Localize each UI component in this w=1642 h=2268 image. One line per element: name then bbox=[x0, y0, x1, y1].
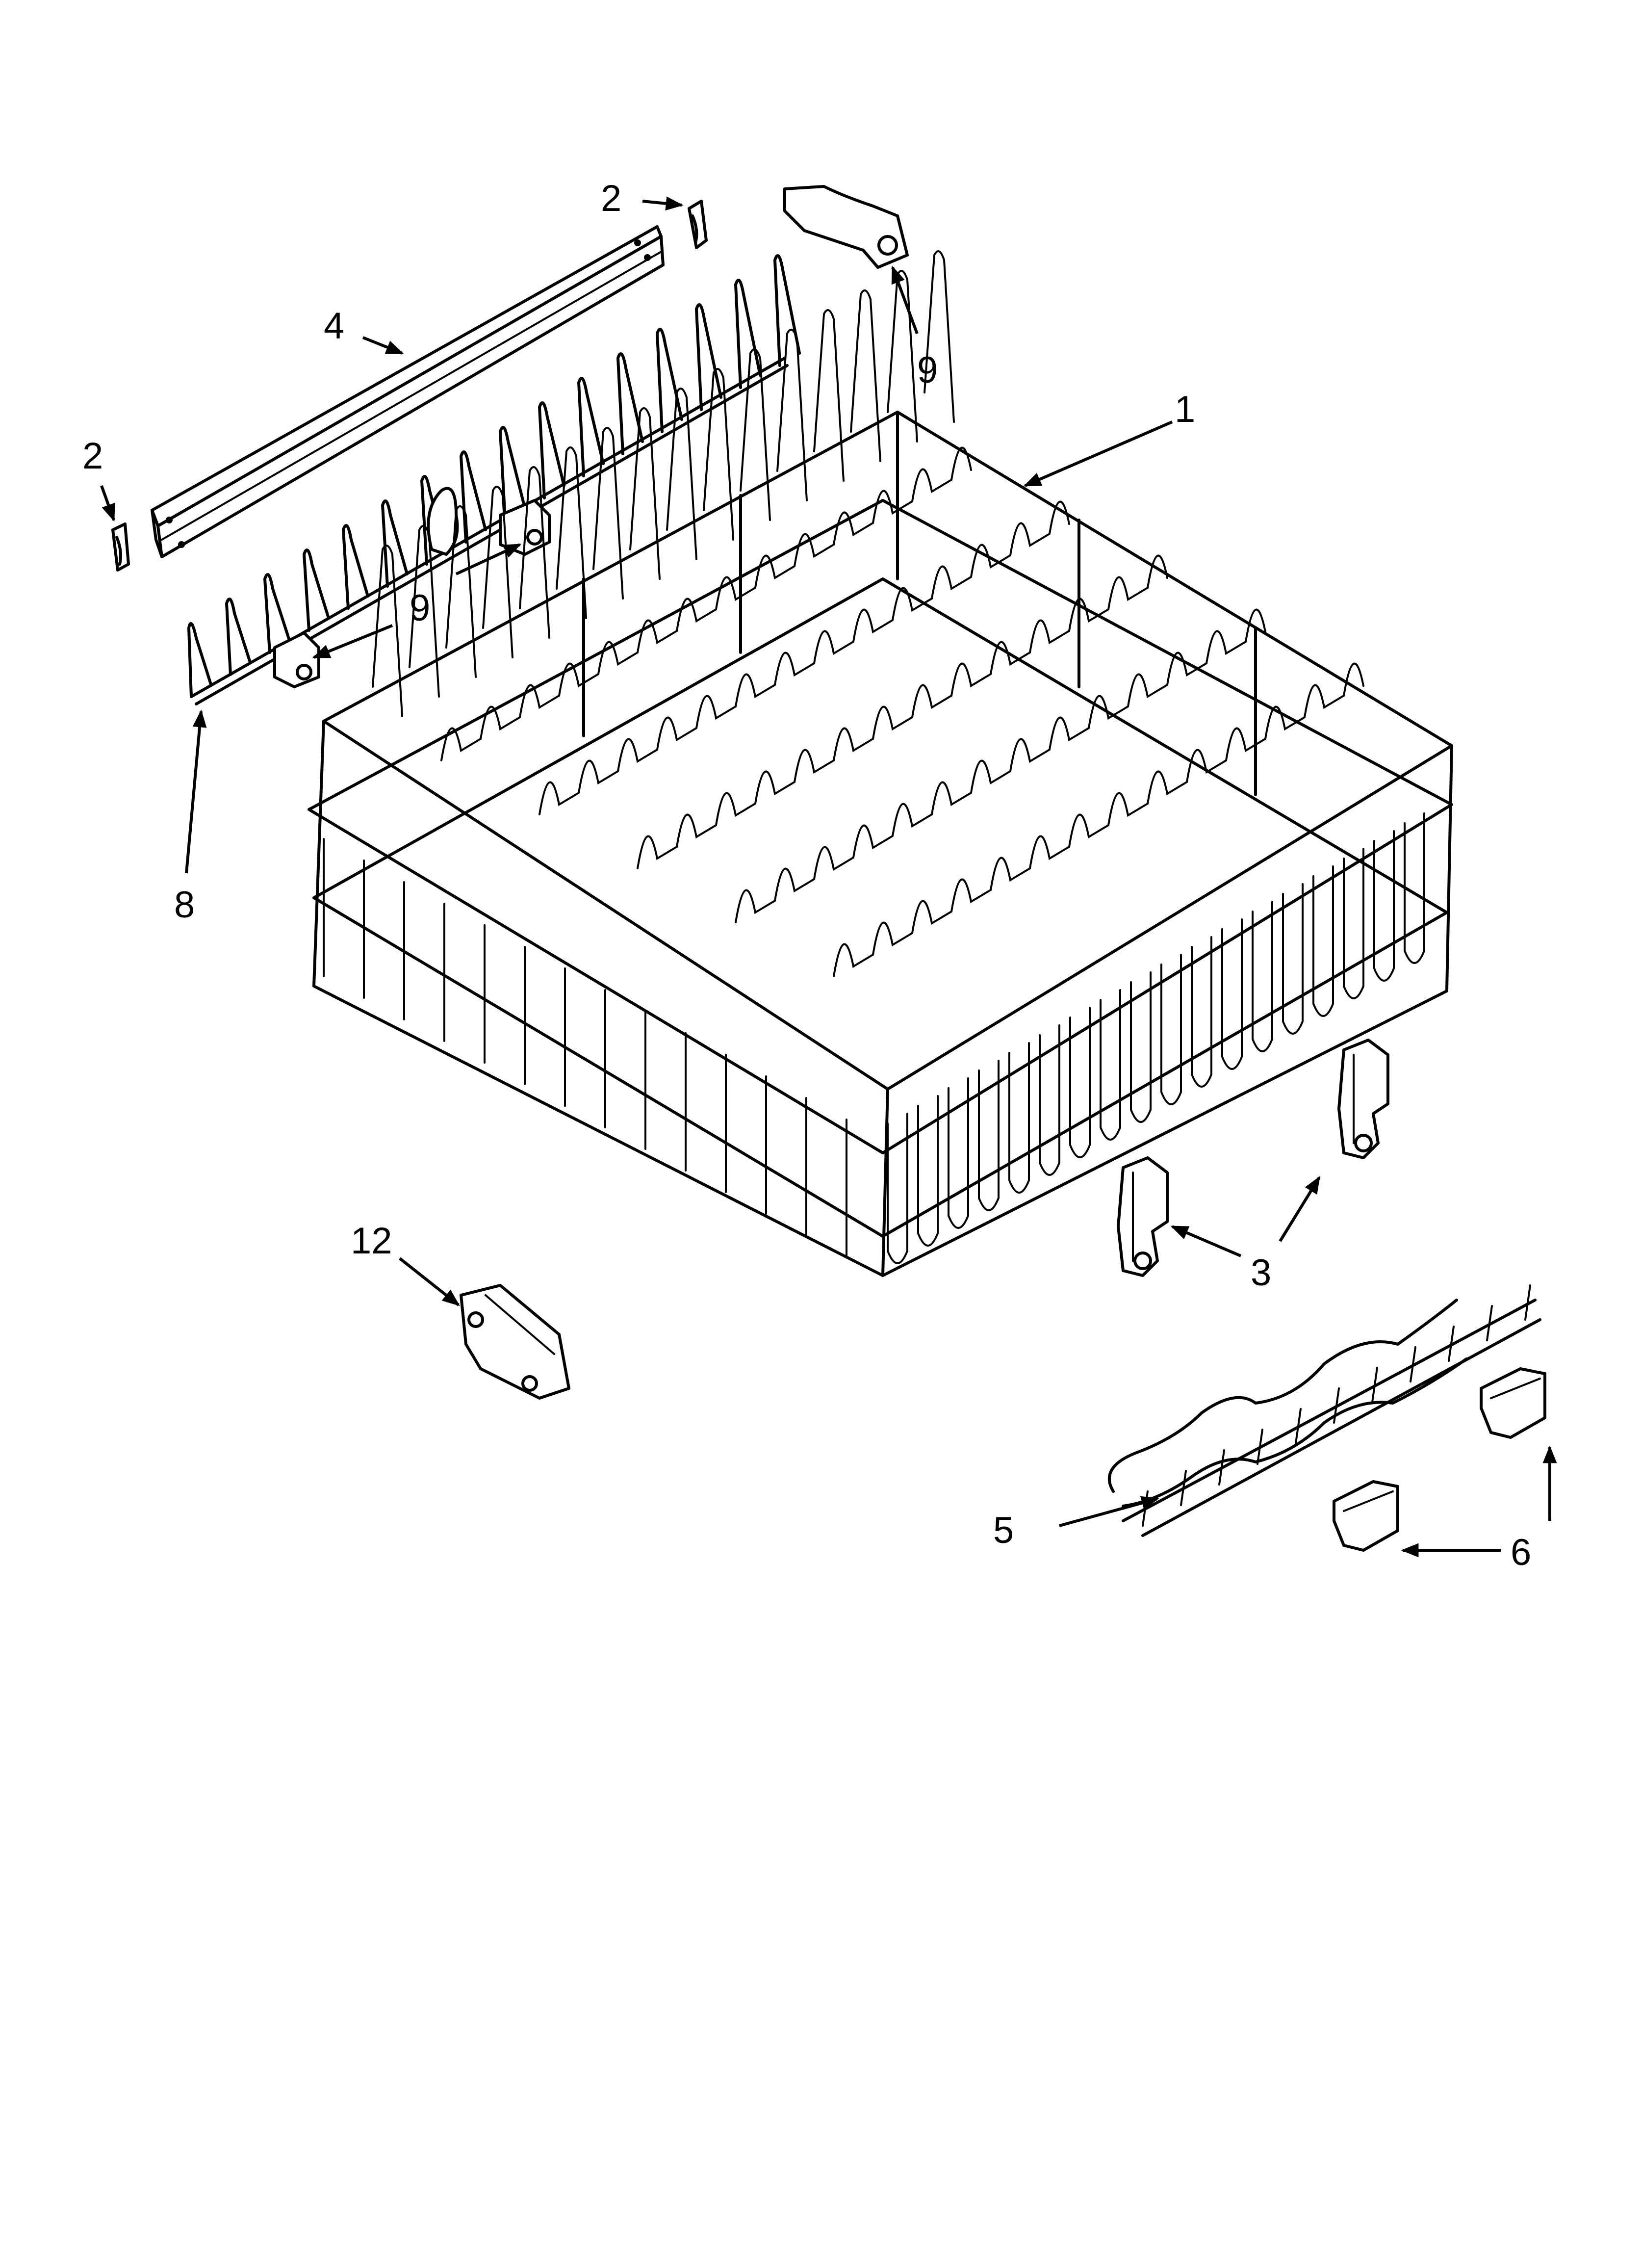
tine-bracket-top-part bbox=[783, 185, 909, 269]
shelf-rib bbox=[1486, 1305, 1493, 1341]
rack-stop-part bbox=[460, 1284, 570, 1400]
upper-rack-part bbox=[308, 250, 1453, 1277]
shelf-rib bbox=[1333, 1387, 1340, 1424]
rack-tine bbox=[813, 309, 845, 482]
rack-floor-wire bbox=[833, 662, 1364, 977]
callout-9-lower: 9 bbox=[410, 587, 430, 629]
rack-floor-wire bbox=[637, 554, 1168, 869]
rack-tine bbox=[776, 329, 808, 501]
rack-front-loop bbox=[1282, 883, 1304, 1035]
rack-tine bbox=[482, 486, 513, 658]
rack-front-loop bbox=[1130, 971, 1152, 1123]
rack-front-loop bbox=[1039, 1024, 1060, 1176]
callout-9-upper: 9 bbox=[917, 349, 938, 391]
callout-2-upper: 2 bbox=[601, 178, 621, 219]
shelf-rib bbox=[1180, 1470, 1187, 1506]
tine-bracket-lower-part bbox=[273, 631, 320, 688]
callout-2-lower: 2 bbox=[82, 435, 103, 477]
shelf-clip-upper-part bbox=[1480, 1367, 1546, 1439]
rack-tine bbox=[850, 289, 881, 462]
rack-adjuster-right-part bbox=[1337, 1039, 1389, 1159]
rack-rail-part bbox=[151, 225, 665, 558]
rack-front-loop bbox=[1191, 936, 1212, 1088]
rack-front-loop bbox=[1221, 918, 1243, 1070]
rack-tine bbox=[629, 407, 661, 580]
shelf-rib bbox=[1295, 1408, 1302, 1444]
rack-front-loop bbox=[1373, 830, 1395, 982]
rack-front-loop bbox=[1160, 954, 1182, 1105]
callout-5: 5 bbox=[993, 1510, 1014, 1551]
rack-front-loop bbox=[1404, 812, 1425, 964]
leader-lines bbox=[100, 196, 1557, 1558]
rack-tine bbox=[519, 466, 550, 639]
shelf-rib bbox=[1410, 1346, 1416, 1382]
callout-6: 6 bbox=[1511, 1532, 1531, 1573]
rack-floor-wire bbox=[539, 500, 1070, 815]
shelf-clip-lower-part bbox=[1333, 1480, 1399, 1552]
rack-front-loop bbox=[917, 1095, 939, 1247]
rack-front-loop bbox=[978, 1060, 1000, 1211]
rack-floor-wire bbox=[440, 446, 972, 761]
rack-floor-wire bbox=[735, 608, 1266, 923]
cup-shelf-part bbox=[1107, 1284, 1541, 1537]
shelf-rib bbox=[1218, 1449, 1225, 1486]
rack-tine bbox=[924, 250, 955, 423]
clip-upper-part bbox=[688, 200, 708, 249]
callout-12: 12 bbox=[351, 1220, 392, 1262]
shelf-rib bbox=[1371, 1367, 1378, 1403]
rack-front-loop bbox=[1008, 1042, 1030, 1194]
rack-front-loop bbox=[1100, 989, 1121, 1141]
shelf-rib bbox=[1257, 1429, 1263, 1465]
rack-front-loop bbox=[1343, 848, 1364, 999]
rack-tine bbox=[666, 388, 697, 560]
rack-tine bbox=[556, 446, 587, 619]
rack-front-loop bbox=[1312, 865, 1334, 1017]
clip-lower-part bbox=[111, 522, 130, 572]
rack-front-loop bbox=[887, 1113, 908, 1264]
rack-front-loop bbox=[1252, 901, 1273, 1052]
callout-8: 8 bbox=[174, 884, 195, 926]
shelf-rib bbox=[1524, 1284, 1531, 1321]
rack-tine bbox=[740, 348, 771, 521]
rack-tine bbox=[409, 525, 440, 698]
rack-front-loop bbox=[1069, 1007, 1091, 1158]
callout-1: 1 bbox=[1175, 389, 1195, 430]
callout-4: 4 bbox=[324, 305, 344, 347]
rack-tine bbox=[703, 368, 734, 541]
rack-front-loop bbox=[948, 1077, 969, 1229]
callout-3: 3 bbox=[1251, 1252, 1271, 1294]
rack-tine bbox=[445, 505, 477, 678]
shelf-rib bbox=[1448, 1326, 1455, 1362]
rack-tine bbox=[372, 545, 403, 717]
rack-adjuster-left-part bbox=[1117, 1156, 1169, 1277]
rack-tine bbox=[592, 427, 624, 600]
